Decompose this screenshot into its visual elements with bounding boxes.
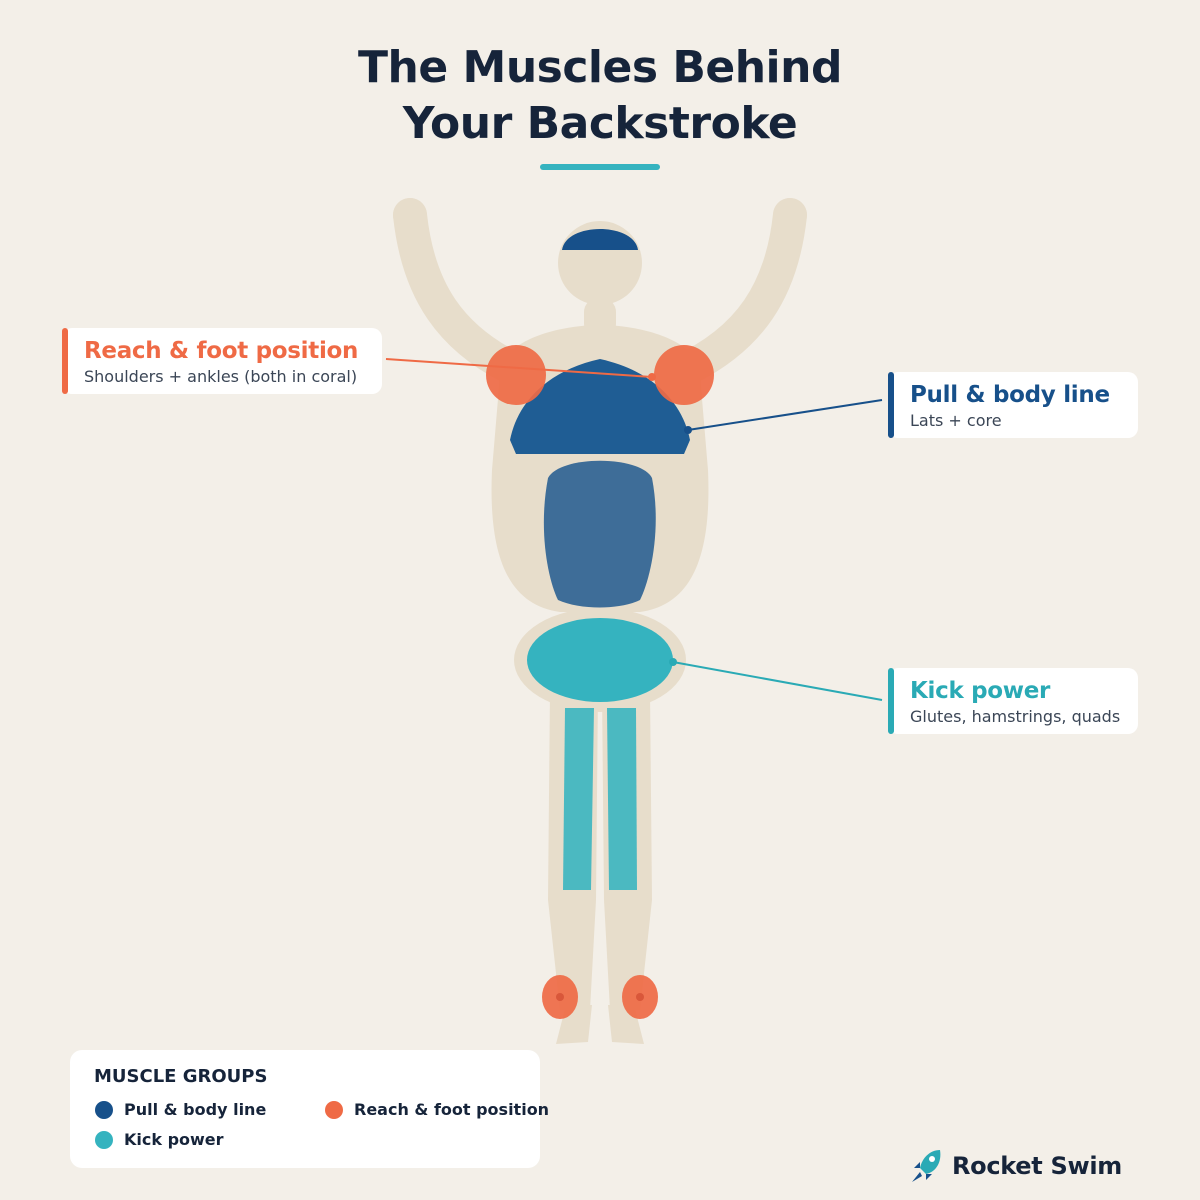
legend-dot-pull (95, 1100, 113, 1119)
core-muscle (543, 460, 656, 608)
legend-item-pull: Pull & body line (95, 1100, 266, 1119)
callout-title: Reach & foot position (84, 338, 359, 364)
right-hand (773, 198, 807, 232)
brand-logo: Rocket Swim (908, 1146, 1122, 1186)
left-hand (393, 198, 427, 232)
legend-dot-kick (95, 1130, 113, 1149)
right-shoulder-muscle (654, 345, 714, 405)
legend-item-reach: Reach & foot position (325, 1100, 549, 1119)
pull-leader-line (687, 399, 883, 431)
legend-label: Kick power (124, 1130, 224, 1149)
left-ankle-dot (556, 993, 564, 1001)
callout-kick: Kick power Glutes, hamstrings, quads (888, 668, 1138, 734)
rocket-icon (912, 1150, 941, 1182)
reach-leader-line (385, 358, 653, 378)
left-shoulder-muscle (486, 345, 546, 405)
page-title: The Muscles Behind Your Backstroke (0, 40, 1200, 152)
callout-subtitle: Lats + core (910, 411, 1002, 430)
legend-item-kick: Kick power (95, 1130, 224, 1149)
kick-leader-dot (669, 658, 677, 666)
callout-accent-bar (888, 668, 894, 734)
legend-label: Pull & body line (124, 1100, 267, 1119)
legend-title: MUSCLE GROUPS (94, 1066, 268, 1087)
callout-title: Kick power (910, 678, 1051, 704)
title-line-2: Your Backstroke (402, 98, 798, 149)
title-line-1: The Muscles Behind (358, 42, 842, 93)
reach-leader-dot (648, 373, 656, 381)
kick-leader-line (672, 661, 883, 701)
callout-subtitle: Shoulders + ankles (both in coral) (84, 367, 358, 386)
swim-cap (562, 229, 638, 250)
left-leg-muscle (563, 708, 594, 890)
pull-leader-dot (684, 426, 692, 434)
legend: MUSCLE GROUPS Pull & body line Reach & f… (70, 1050, 549, 1168)
title-underline (540, 164, 660, 170)
brand-name: Rocket Swim (952, 1152, 1123, 1180)
callout-pull: Pull & body line Lats + core (888, 372, 1138, 438)
callout-accent-bar (888, 372, 894, 438)
lats-muscle (510, 359, 690, 454)
callout-accent-bar (62, 328, 68, 394)
callout-reach: Reach & foot position Shoulders + ankles… (62, 328, 382, 394)
right-ankle-dot (636, 993, 644, 1001)
legend-dot-reach (325, 1100, 343, 1119)
legend-label: Reach & foot position (354, 1100, 550, 1119)
callout-title: Pull & body line (910, 382, 1110, 408)
glutes-muscle (527, 618, 673, 702)
callout-subtitle: Glutes, hamstrings, quads (910, 707, 1121, 726)
right-leg-muscle (607, 708, 637, 890)
